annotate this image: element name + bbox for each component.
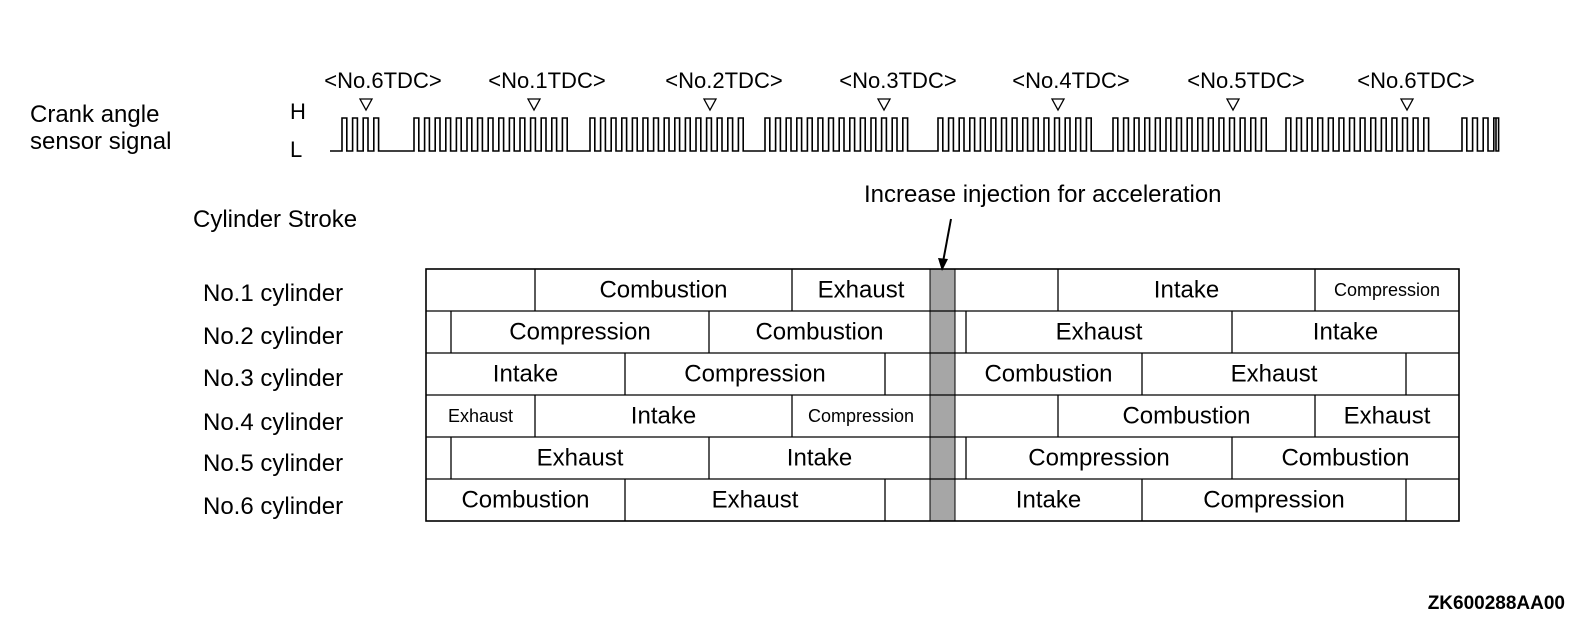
acceleration-annotation: Increase injection for acceleration xyxy=(864,181,1222,208)
cylinder-label-1: No.1 cylinder xyxy=(203,280,344,307)
signal-low-label: L xyxy=(290,137,303,162)
stroke-cell-combustion: Combustion xyxy=(984,360,1112,387)
stroke-cell-exhaust: Exhaust xyxy=(1056,318,1143,345)
stroke-cell-intake: Intake xyxy=(493,360,558,387)
stroke-cell-intake: Intake xyxy=(1154,276,1219,303)
stroke-cell-combustion: Combustion xyxy=(1122,402,1250,429)
tdc-label-no4: <No.4TDC> xyxy=(1012,68,1130,93)
stroke-cell-intake: Intake xyxy=(787,444,852,471)
stroke-cell-exhaust: Exhaust xyxy=(537,444,624,471)
tdc-triangle-1 xyxy=(526,98,542,112)
cylinder-label-2: No.2 cylinder xyxy=(203,323,344,350)
cylinder-label-5: No.5 cylinder xyxy=(203,450,344,477)
stroke-cell-intake: Intake xyxy=(1016,486,1081,513)
stroke-cell-compression: Compression xyxy=(1334,280,1440,300)
stroke-cell-exhaust: Exhaust xyxy=(1231,360,1318,387)
signal-label-line2: sensor signal xyxy=(30,128,172,155)
tdc-triangle-2 xyxy=(702,98,718,112)
stroke-cell-exhaust: Exhaust xyxy=(1344,402,1431,429)
stroke-cell-compression: Compression xyxy=(684,360,825,387)
tdc-label-no6-end: <No.6TDC> xyxy=(1357,68,1475,93)
stroke-cell-combustion: Combustion xyxy=(1281,444,1409,471)
stroke-cell-combustion: Combustion xyxy=(461,486,589,513)
cylinder-stroke-title: Cylinder Stroke xyxy=(193,206,358,233)
tdc-label-no2: <No.2TDC> xyxy=(665,68,783,93)
stroke-cell-exhaust: Exhaust xyxy=(448,406,513,426)
annotation-arrowhead xyxy=(938,258,948,271)
tdc-label-no5: <No.5TDC> xyxy=(1187,68,1305,93)
tdc-triangle-5 xyxy=(1225,98,1241,112)
cylinder-label-3: No.3 cylinder xyxy=(203,365,344,392)
stroke-cell-compression: Compression xyxy=(1203,486,1344,513)
cylinder-label-4: No.4 cylinder xyxy=(203,409,344,436)
tdc-label-no3: <No.3TDC> xyxy=(839,68,957,93)
signal-high-label: H xyxy=(290,99,306,124)
tdc-label-no1: <No.1TDC> xyxy=(488,68,606,93)
crank-signal-waveform xyxy=(330,98,1500,152)
tdc-triangle-0 xyxy=(358,98,374,112)
stroke-cell-compression: Compression xyxy=(808,406,914,426)
stroke-cell-exhaust: Exhaust xyxy=(712,486,799,513)
stroke-cell-exhaust: Exhaust xyxy=(818,276,905,303)
tdc-triangle-4 xyxy=(1050,98,1066,112)
stroke-cell-compression: Compression xyxy=(1028,444,1169,471)
tdc-triangle-6 xyxy=(1399,98,1415,112)
stroke-cell-compression: Compression xyxy=(509,318,650,345)
annotation-arrow xyxy=(942,218,952,263)
figure-code: ZK600288AA00 xyxy=(1427,593,1565,614)
tdc-triangle-3 xyxy=(876,98,892,112)
stroke-cell-combustion: Combustion xyxy=(755,318,883,345)
stroke-cell-combustion: Combustion xyxy=(599,276,727,303)
stroke-cell-intake: Intake xyxy=(1313,318,1378,345)
pulse-train xyxy=(330,117,1500,152)
stroke-cell-intake: Intake xyxy=(631,402,696,429)
signal-label-line1: Crank angle xyxy=(30,101,160,128)
cylinder-label-6: No.6 cylinder xyxy=(203,493,344,520)
tdc-triangle-markers xyxy=(358,98,1415,112)
stroke-grid-border xyxy=(425,268,1460,522)
tdc-label-no6-start: <No.6TDC> xyxy=(324,68,442,93)
